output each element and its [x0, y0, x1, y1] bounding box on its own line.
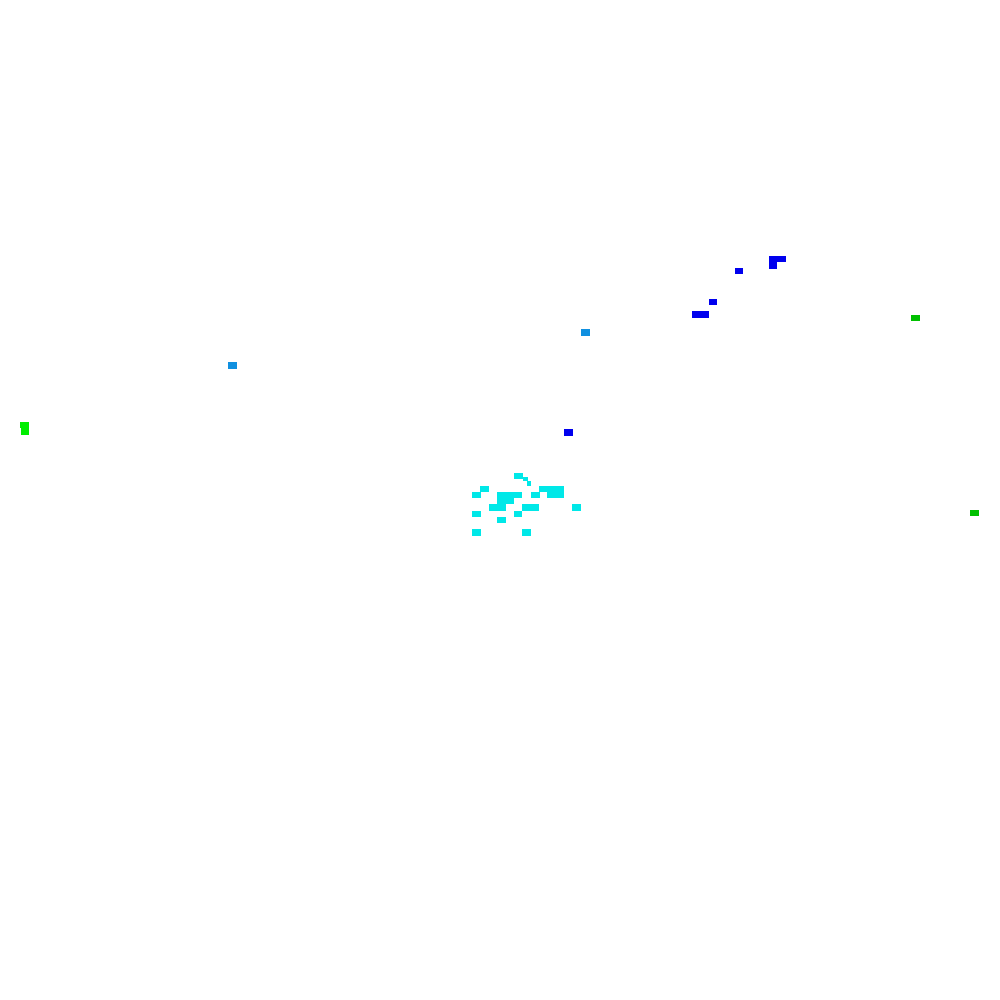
pixel-mark [472, 492, 481, 498]
pixel-mark [522, 504, 539, 511]
pixel-mark [21, 428, 29, 435]
pixel-mark [531, 492, 540, 498]
pixel-mark [523, 477, 528, 481]
pixel-marks-group [20, 256, 979, 536]
pixel-mark [514, 473, 523, 479]
pixel-mark [472, 511, 481, 517]
pixel-mark [522, 529, 531, 536]
pixel-mark [497, 498, 514, 504]
pixel-mark [497, 492, 522, 498]
blue-cluster [564, 256, 786, 436]
dark-green-cluster [911, 315, 979, 516]
sky-cluster [228, 329, 590, 369]
pixel-mark [581, 329, 590, 336]
pixel-mark [20, 422, 29, 428]
pixel-mark [472, 529, 481, 536]
pixel-mark [228, 362, 237, 369]
pixel-mark [970, 510, 979, 516]
pixel-mark [709, 299, 717, 305]
pixel-mark [572, 504, 581, 511]
pixel-mark [514, 511, 522, 517]
green-cluster [20, 422, 29, 435]
pixel-mark [489, 504, 506, 511]
pixel-mark [539, 486, 564, 492]
pixel-mark [769, 256, 786, 262]
pixel-mark [564, 429, 573, 436]
pixel-mark [497, 517, 506, 523]
cyan-cluster [472, 473, 581, 536]
pixel-mark [692, 311, 709, 318]
pixel-mark [735, 268, 743, 274]
pixel-mark [527, 481, 531, 486]
pixel-mark [480, 486, 489, 492]
pixel-mark [769, 262, 777, 269]
pixel-mark [547, 492, 564, 498]
pixel-mark [911, 315, 920, 321]
